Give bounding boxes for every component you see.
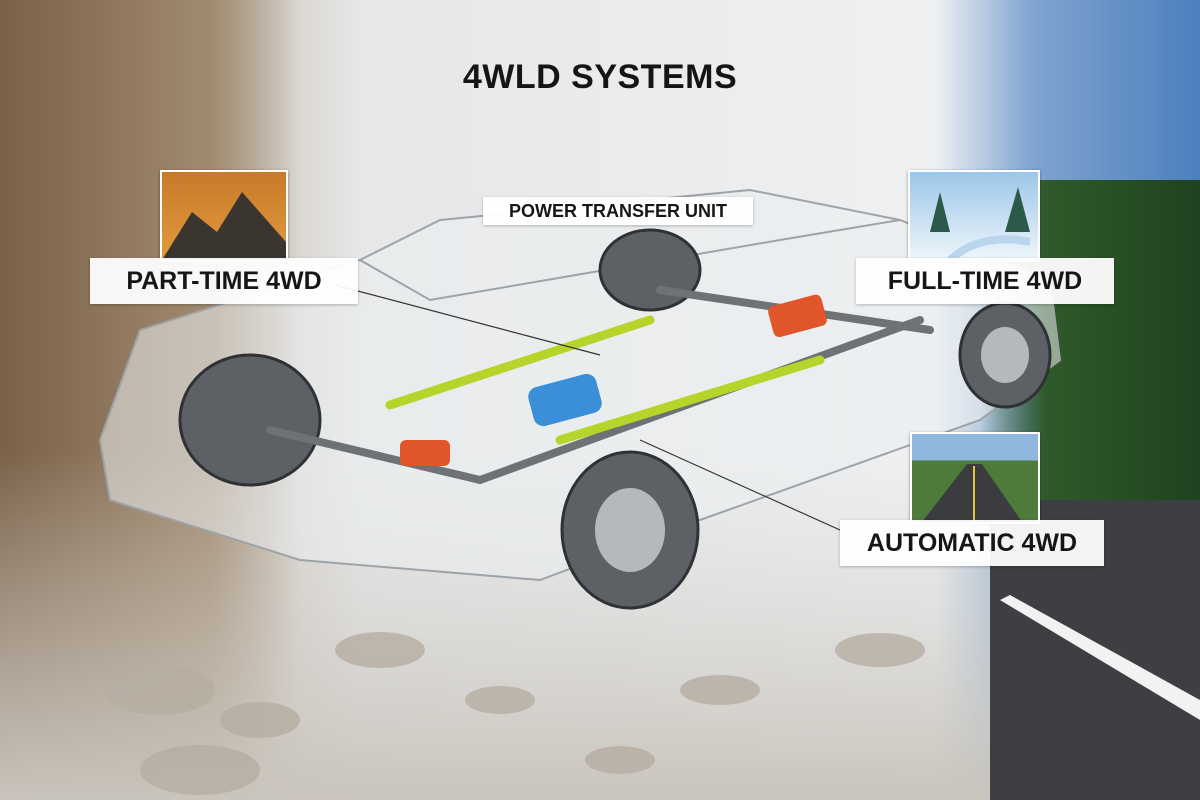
mountain-thumbnail <box>160 170 288 262</box>
front-differential <box>400 440 450 466</box>
road-thumbnail <box>910 432 1040 524</box>
transfer-case <box>528 373 602 427</box>
page-title: 4WLD SYSTEMS <box>462 58 738 96</box>
power-transfer-unit-label: POWER TRANSFER UNIT <box>483 197 753 225</box>
driveshafts <box>385 315 825 445</box>
snow-thumbnail <box>908 170 1040 262</box>
rear-differential <box>768 294 827 338</box>
automatic-4wd-label: AUTOMATIC 4WD <box>840 520 1104 566</box>
part-time-4wd-label: PART-TIME 4WD <box>90 258 358 304</box>
full-time-4wd-label: FULL-TIME 4WD <box>856 258 1114 304</box>
